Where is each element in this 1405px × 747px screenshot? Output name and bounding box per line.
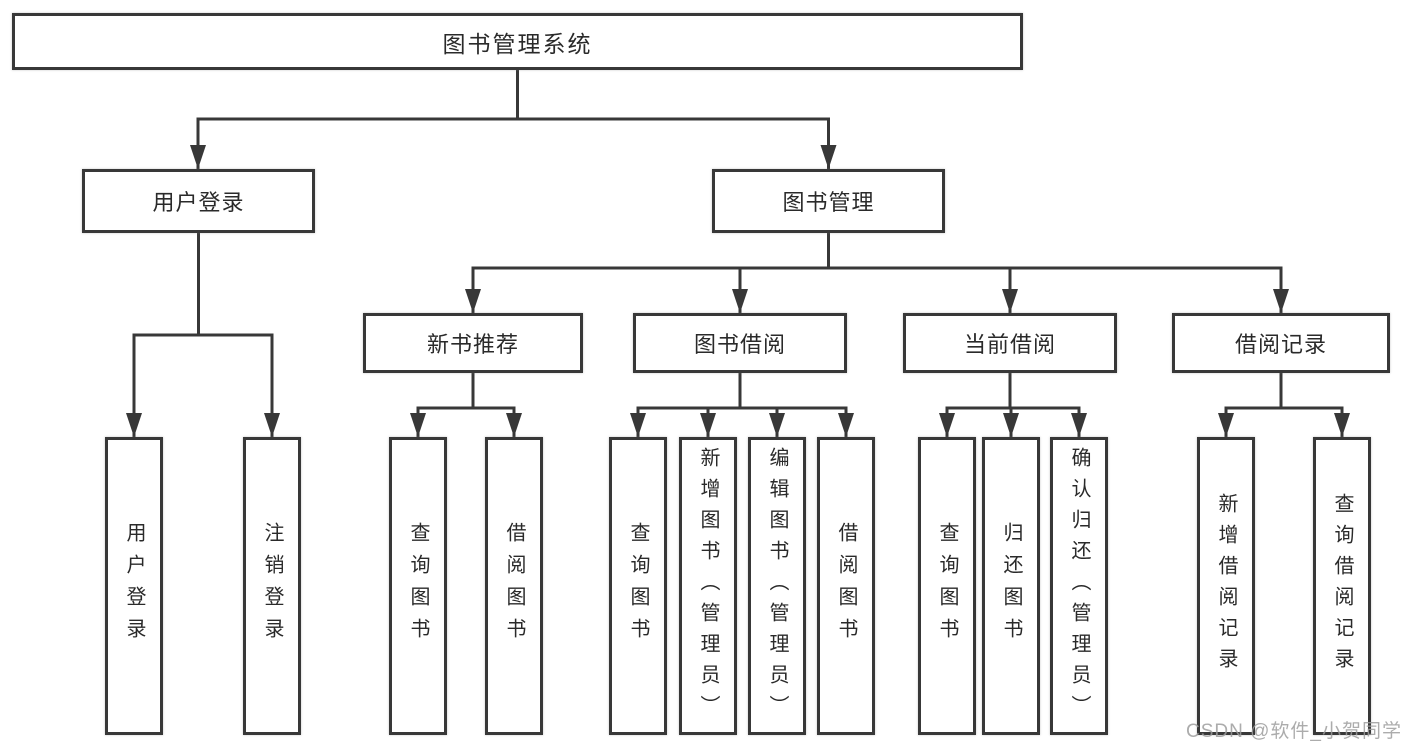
node-label: 新增图书（管理员） xyxy=(697,446,719,726)
node-system-root: 图书管理系统 xyxy=(12,13,1023,70)
leaf-query-books-borrow: 查询图书 xyxy=(609,437,667,735)
leaf-user-login: 用户登录 xyxy=(105,437,163,735)
node-label: 新书推荐 xyxy=(426,332,519,357)
node-book-borrowing: 图书借阅 xyxy=(633,313,847,373)
node-user-login: 用户登录 xyxy=(82,169,315,233)
node-label: 借阅图书 xyxy=(503,522,525,650)
leaf-borrow-books-recommend: 借阅图书 xyxy=(485,437,543,735)
node-label: 编辑图书（管理员） xyxy=(766,446,788,726)
node-label: 用户登录 xyxy=(123,522,145,650)
node-label: 用户登录 xyxy=(152,190,245,215)
node-label: 归还图书 xyxy=(1000,522,1022,650)
node-borrowing-records: 借阅记录 xyxy=(1172,313,1390,373)
node-label: 注销登录 xyxy=(261,522,283,650)
leaf-confirm-return-admin: 确认归还（管理员） xyxy=(1050,437,1108,735)
node-label: 查询借阅记录 xyxy=(1331,493,1353,679)
leaf-return-books: 归还图书 xyxy=(982,437,1040,735)
node-label: 图书管理系统 xyxy=(442,30,593,57)
node-label: 查询图书 xyxy=(936,522,958,650)
node-new-book-recommendation: 新书推荐 xyxy=(363,313,583,373)
node-current-borrowing: 当前借阅 xyxy=(903,313,1117,373)
leaf-borrow-books-borrow: 借阅图书 xyxy=(817,437,875,735)
node-label: 当前借阅 xyxy=(963,332,1056,357)
node-label: 图书管理 xyxy=(782,190,875,215)
node-label: 查询图书 xyxy=(627,522,649,650)
leaf-query-borrow-record: 查询借阅记录 xyxy=(1313,437,1371,735)
node-label: 查询图书 xyxy=(407,522,429,650)
node-label: 确认归还（管理员） xyxy=(1068,446,1090,726)
node-book-management: 图书管理 xyxy=(712,169,945,233)
leaf-add-book-admin: 新增图书（管理员） xyxy=(679,437,737,735)
node-label: 新增借阅记录 xyxy=(1215,493,1237,679)
leaf-query-books-recommend: 查询图书 xyxy=(389,437,447,735)
leaf-query-books-current: 查询图书 xyxy=(918,437,976,735)
watermark-text: CSDN @软件_小贺同学 xyxy=(1186,721,1402,742)
leaf-edit-book-admin: 编辑图书（管理员） xyxy=(748,437,806,735)
node-label: 借阅图书 xyxy=(835,522,857,650)
node-label: 借阅记录 xyxy=(1234,332,1327,357)
leaf-add-borrow-record: 新增借阅记录 xyxy=(1197,437,1255,735)
leaf-logout: 注销登录 xyxy=(243,437,301,735)
node-label: 图书借阅 xyxy=(693,332,786,357)
